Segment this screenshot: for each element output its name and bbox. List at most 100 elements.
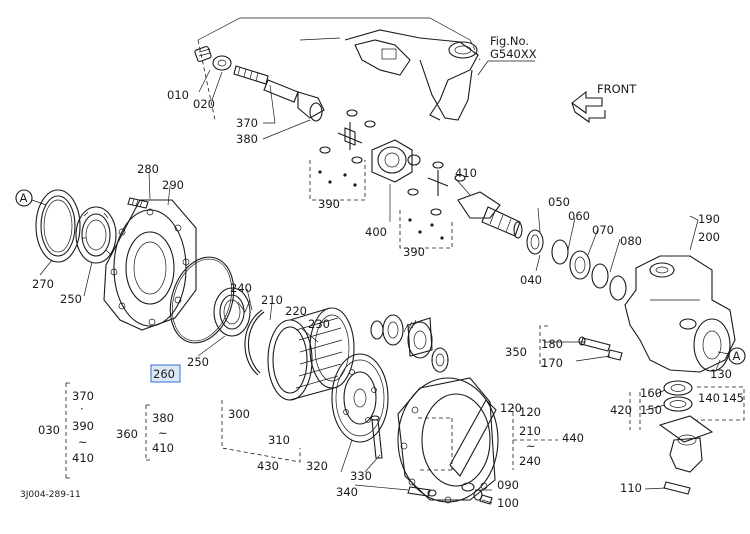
hub-bearing-outer-drawing xyxy=(75,206,117,264)
range-030-end: 410 xyxy=(72,451,94,465)
label-330[interactable]: 330 xyxy=(350,469,372,483)
wheel-hub-drawing xyxy=(103,199,197,331)
internal-gear-drawing xyxy=(267,307,355,401)
range-030: 030 370 · 390 ~ 410 xyxy=(38,389,94,465)
bolt-180-drawing xyxy=(578,336,623,361)
planet-gear-drawing xyxy=(370,314,449,373)
range-360-end: 410 xyxy=(152,441,174,455)
range-440: 120 210 ~ 240 xyxy=(512,405,558,470)
range-360: 360 380 ~ 410 xyxy=(116,411,174,455)
front-label: FRONT xyxy=(597,82,637,96)
label-430[interactable]: 430 xyxy=(257,459,279,473)
label-180[interactable]: 180 xyxy=(541,337,563,351)
range-030-tilde: ~ xyxy=(78,435,88,449)
marker-a-right-label: A xyxy=(733,349,741,363)
label-290[interactable]: 290 xyxy=(162,178,184,192)
range-360-tilde: ~ xyxy=(158,426,168,440)
marker-a-left-label: A xyxy=(20,191,28,205)
label-420[interactable]: 420 xyxy=(610,403,632,417)
king-pin-assembly-drawing xyxy=(658,380,714,495)
label-020[interactable]: 020 xyxy=(193,97,215,111)
label-250-upper[interactable]: 250 xyxy=(60,292,82,306)
label-040[interactable]: 040 xyxy=(520,273,542,287)
label-400[interactable]: 400 xyxy=(365,225,387,239)
label-280[interactable]: 280 xyxy=(137,162,159,176)
output-shaft-drawing xyxy=(457,191,523,239)
label-240[interactable]: 240 xyxy=(230,281,252,295)
label-390-left[interactable]: 390 xyxy=(318,197,340,211)
label-010[interactable]: 010 xyxy=(167,88,189,102)
fig-number-box: Fig.No. G540XX xyxy=(477,34,537,76)
range-440-end: 240 xyxy=(519,454,541,468)
hub-seal-drawing xyxy=(35,189,81,263)
range-440-mid: 210 xyxy=(519,424,541,438)
bolt-330-drawing xyxy=(370,415,383,459)
label-030[interactable]: 030 xyxy=(38,423,60,437)
label-410[interactable]: 410 xyxy=(455,166,477,180)
range-030-mid: 390 xyxy=(72,419,94,433)
spider-kit-2-drawing xyxy=(399,161,466,249)
label-130[interactable]: 130 xyxy=(710,367,732,381)
hub-bearing-inner-drawing xyxy=(213,287,251,337)
snap-ring-300-drawing xyxy=(244,309,265,376)
label-200[interactable]: 200 xyxy=(698,230,720,244)
label-340[interactable]: 340 xyxy=(336,485,358,499)
front-arrow-icon xyxy=(571,90,603,115)
fig-no-value: G540XX xyxy=(490,47,537,61)
label-260-selected[interactable]: 260 xyxy=(150,364,181,383)
seal-bearing-set-drawing xyxy=(526,229,627,301)
part-labels: 010 020 370 380 280 290 390 400 390 410 … xyxy=(32,88,744,510)
label-250-lower[interactable]: 250 xyxy=(187,355,209,369)
label-060[interactable]: 060 xyxy=(568,209,590,223)
center-yoke-drawing xyxy=(371,139,421,222)
planetary-cover-drawing xyxy=(397,377,499,504)
label-220[interactable]: 220 xyxy=(285,304,307,318)
label-210[interactable]: 210 xyxy=(261,293,283,307)
label-310[interactable]: 310 xyxy=(268,433,290,447)
label-140[interactable]: 140 xyxy=(698,391,720,405)
label-260[interactable]: 260 xyxy=(153,367,175,381)
label-270[interactable]: 270 xyxy=(32,277,54,291)
range-brackets xyxy=(65,325,745,479)
label-320[interactable]: 320 xyxy=(306,459,328,473)
range-030-dot: · xyxy=(80,402,84,416)
drive-shaft-drawing xyxy=(194,45,325,122)
label-370[interactable]: 370 xyxy=(236,116,258,130)
o-ring-260-drawing xyxy=(169,256,235,344)
planet-carrier-drawing xyxy=(331,353,389,443)
range-030-start: 370 xyxy=(72,389,94,403)
label-380[interactable]: 380 xyxy=(236,132,258,146)
steering-knuckle-drawing xyxy=(624,255,736,373)
fig-no-label: Fig.No. xyxy=(490,34,529,48)
drawing-code: 3J004-289-11 xyxy=(20,490,81,500)
label-080[interactable]: 080 xyxy=(620,234,642,248)
label-090[interactable]: 090 xyxy=(497,478,519,492)
label-360[interactable]: 360 xyxy=(116,427,138,441)
label-440[interactable]: 440 xyxy=(562,431,584,445)
label-145[interactable]: 145 xyxy=(722,391,744,405)
label-160[interactable]: 160 xyxy=(640,386,662,400)
range-440-start: 120 xyxy=(519,405,541,419)
label-390-right[interactable]: 390 xyxy=(403,245,425,259)
label-300[interactable]: 300 xyxy=(228,407,250,421)
label-100[interactable]: 100 xyxy=(497,496,519,510)
label-110[interactable]: 110 xyxy=(620,481,642,495)
label-190[interactable]: 190 xyxy=(698,212,720,226)
front-direction-arrow: FRONT xyxy=(571,82,637,124)
label-070[interactable]: 070 xyxy=(592,223,614,237)
leader-lines xyxy=(39,69,721,504)
range-360-start: 380 xyxy=(152,411,174,425)
label-150[interactable]: 150 xyxy=(640,403,662,417)
hub-bolt-280-drawing xyxy=(127,197,149,209)
bolt-340-drawing xyxy=(407,486,437,497)
axle-housing-drawing xyxy=(197,17,481,121)
spider-kit-drawing xyxy=(309,109,376,201)
label-230[interactable]: 230 xyxy=(308,317,330,331)
label-170[interactable]: 170 xyxy=(541,356,563,370)
label-050[interactable]: 050 xyxy=(548,195,570,209)
label-120[interactable]: 120 xyxy=(500,401,522,415)
marker-a-left: A xyxy=(15,189,47,207)
label-350[interactable]: 350 xyxy=(505,345,527,359)
